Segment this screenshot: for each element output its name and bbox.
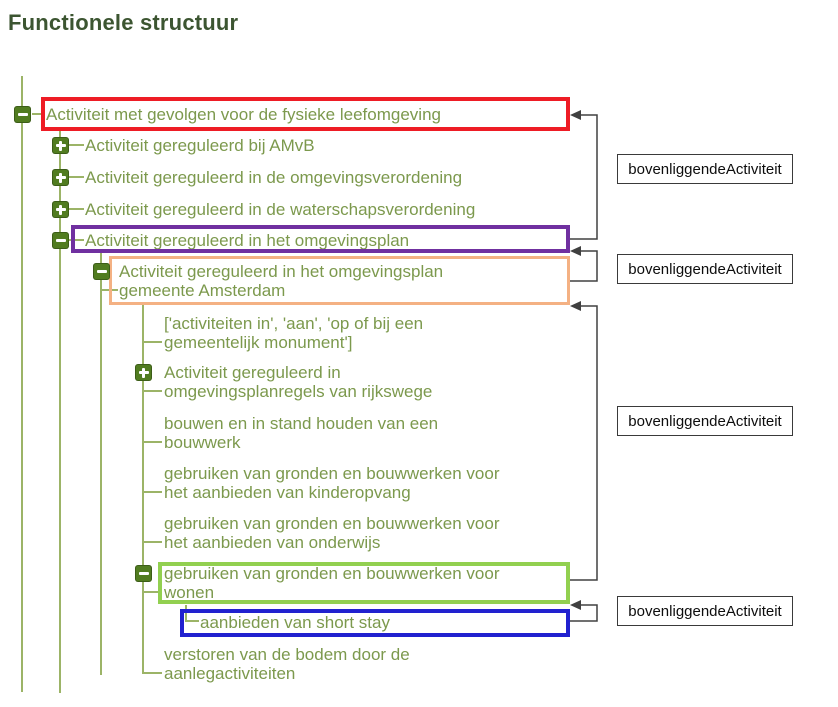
tree-tick [100,289,118,291]
collapse-node-icon[interactable] [14,106,31,123]
tree-item-amvb[interactable]: Activiteit gereguleerd bij AMvB [85,136,315,155]
collapse-node-icon[interactable] [93,263,110,280]
tree-tick [142,672,162,674]
tree-tick [69,144,84,146]
tree-tick [69,239,84,241]
tree-tick [142,390,162,392]
tree-item-gemeentelijk-monument[interactable]: ['activiteiten in', 'aan', 'op of bij ee… [164,314,424,352]
tree-tick [142,341,162,343]
tree-item-short-stay[interactable]: aanbieden van short stay [200,613,390,632]
tree-item-waterschapsverordening[interactable]: Activiteit gereguleerd in de waterschaps… [85,200,476,219]
tree-item-fysieke-leefomgeving[interactable]: Activiteit met gevolgen voor de fysieke … [46,105,441,124]
tree-tick [142,541,162,543]
tree-item-onderwijs[interactable]: gebruiken van gronden en bouwwerken voor… [164,514,500,552]
page-title: Functionele structuur [8,10,239,35]
tree-rail-level0 [21,76,23,692]
tree-item-omgevingsverordening[interactable]: Activiteit gereguleerd in de omgevingsve… [85,168,463,187]
arrow-wonen-to-amsterdam [570,301,598,581]
expand-node-icon[interactable] [52,169,69,186]
tree-item-kinderopvang[interactable]: gebruiken van gronden en bouwwerken voor… [164,464,500,502]
tree-item-omgevingsplan[interactable]: Activiteit gereguleerd in het omgevingsp… [85,231,410,250]
tree-rail-level1 [59,131,61,693]
tree-tick [186,620,199,622]
tree-tick [142,491,162,493]
tree-item-omgevingsplan-amsterdam[interactable]: Activiteit gereguleerd in het omgevingsp… [119,262,444,300]
tree-tick [69,208,84,210]
collapse-node-icon[interactable] [135,565,152,582]
tree-tick [142,441,162,443]
arrow-omgevingsplan-to-leefomgeving [570,110,598,240]
bovenliggende-activiteit-label-4: bovenliggendeActiviteit [617,596,793,626]
arrow-shortstay-to-wonen [570,600,598,622]
tree-rail-level4 [185,605,187,622]
tree-rail-level3 [142,305,144,674]
tree-tick [69,176,84,178]
bovenliggende-activiteit-label-3: bovenliggendeActiviteit [617,406,793,436]
tree-rail-level2 [100,253,102,675]
tree-tick [142,591,160,593]
expand-node-icon[interactable] [135,364,152,381]
collapse-node-icon[interactable] [52,232,69,249]
expand-node-icon[interactable] [52,201,69,218]
tree-item-wonen[interactable]: gebruiken van gronden en bouwwerken voor… [164,564,500,602]
arrow-amsterdam-to-omgevingsplan [570,246,598,282]
bovenliggende-activiteit-label-1: bovenliggendeActiviteit [617,154,793,184]
bovenliggende-activiteit-label-2: bovenliggendeActiviteit [617,254,793,284]
expand-node-icon[interactable] [52,137,69,154]
tree-tick [32,113,43,115]
